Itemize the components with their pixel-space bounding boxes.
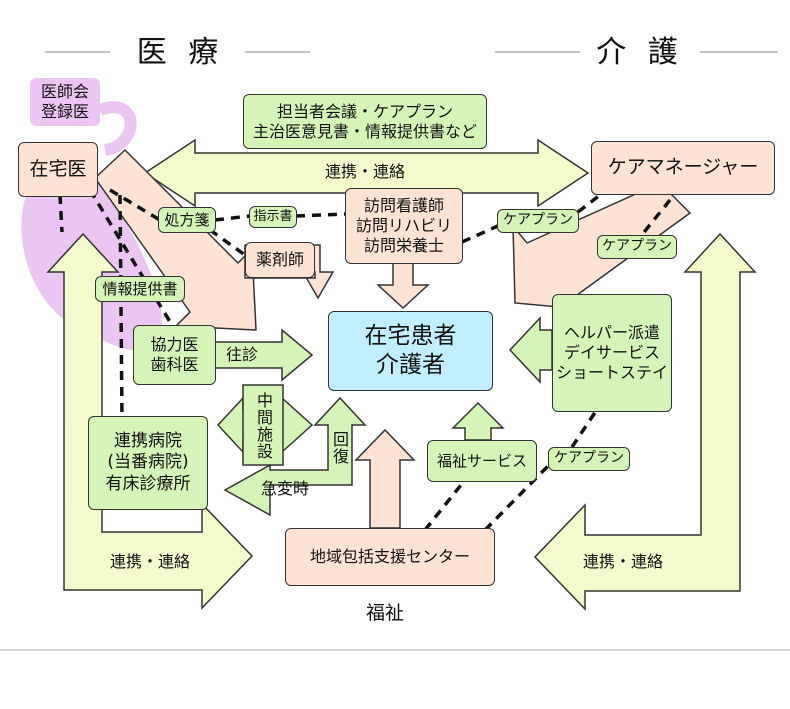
intermediate-label: 中間施設 bbox=[254, 392, 273, 460]
visiting-node: 訪問看護師 訪問リハビリ 訪問栄養士 bbox=[345, 188, 463, 264]
care-plan-tag-1: ケアプラン bbox=[497, 209, 579, 233]
helper-arrow bbox=[508, 316, 553, 384]
instruction-tag: 指示書 bbox=[249, 206, 297, 228]
link-label-top: 連携・連絡 bbox=[324, 162, 405, 181]
patient-node: 在宅患者 介護者 bbox=[328, 311, 493, 391]
section-welfare: 福祉 bbox=[365, 602, 404, 625]
registered-doctor-loop bbox=[97, 101, 137, 156]
welfare-service-tag: 福祉サービス bbox=[427, 440, 537, 482]
section-care: 介 護 bbox=[596, 35, 684, 71]
home-doctor-arrow bbox=[94, 148, 257, 331]
helper-node: ヘルパー派遣 デイサービス ショートステイ bbox=[552, 294, 672, 412]
link-label-bottom-right: 連携・連絡 bbox=[582, 552, 663, 571]
home-visit-label: 往診 bbox=[225, 345, 258, 364]
welfare-service-arrow bbox=[451, 401, 505, 441]
center-arrow bbox=[354, 428, 416, 529]
pharmacist-node: 薬剤師 bbox=[245, 242, 315, 278]
intermediate-box bbox=[242, 384, 284, 466]
section-medical: 医 療 bbox=[136, 35, 225, 71]
care-manager-node: ケアマネージャー bbox=[591, 141, 775, 195]
home-doctor-node: 在宅医 bbox=[18, 142, 98, 197]
recovery-label: 回復 bbox=[330, 430, 349, 465]
link-label-bottom-left: 連携・連絡 bbox=[109, 552, 190, 571]
recovery-arrow bbox=[223, 396, 367, 517]
registered-doctor-node: 医師会 登録医 bbox=[30, 78, 100, 126]
meeting-note: 担当者会議・ケアプラン 主治医意見書・情報提供書など bbox=[243, 94, 487, 149]
home-visit-arrow bbox=[214, 328, 314, 382]
emergency-label: 急変時 bbox=[260, 479, 309, 498]
center-node: 地域包括支援センター bbox=[285, 528, 495, 586]
hospital-node: 連携病院 (当番病院) 有床診療所 bbox=[88, 416, 208, 510]
care-plan-tag-3: ケアプラン bbox=[548, 447, 630, 471]
link-arrow-top bbox=[143, 138, 590, 208]
cooperating-node: 協力医 歯科医 bbox=[133, 325, 216, 385]
link-arrow-bottom-right bbox=[533, 232, 757, 611]
info-provision-tag: 情報提供書 bbox=[95, 276, 185, 302]
visiting-arrow bbox=[376, 261, 430, 310]
prescription-tag: 処方箋 bbox=[158, 207, 216, 233]
care-plan-tag-2: ケアプラン bbox=[597, 235, 677, 259]
